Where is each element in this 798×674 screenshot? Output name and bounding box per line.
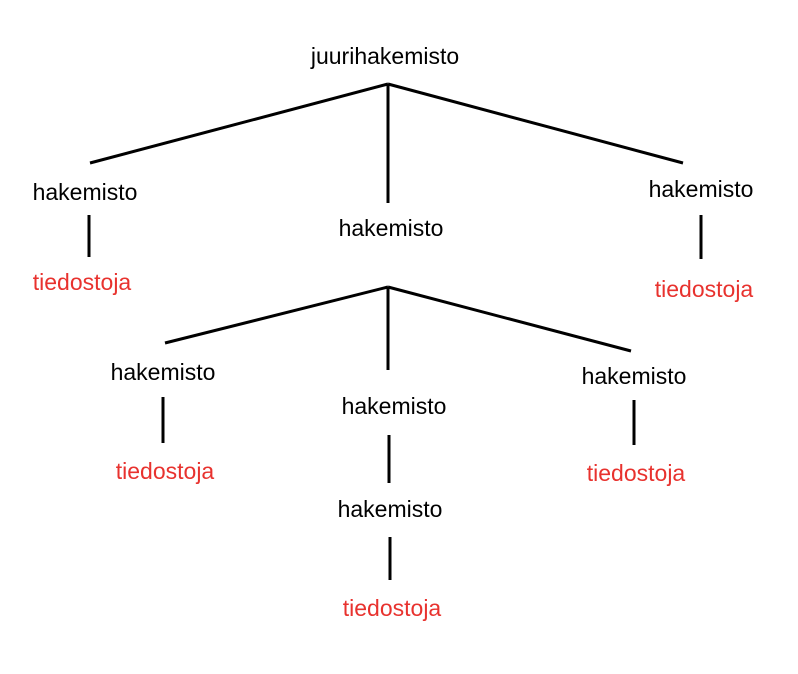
level1-right-directory-label: hakemisto xyxy=(648,176,754,202)
level3-directory-label: hakemisto xyxy=(337,496,443,522)
level1-right-files-label: tiedostoja xyxy=(654,276,754,302)
edge-middle-to-left xyxy=(164,285,389,345)
edge-middle-to-right xyxy=(387,285,632,353)
level2-left-files-label: tiedostoja xyxy=(115,458,215,484)
level2-right-files-label: tiedostoja xyxy=(586,460,686,486)
level3-files-label: tiedostoja xyxy=(342,595,442,621)
edge-root-to-right xyxy=(387,82,684,165)
level1-left-files-label: tiedostoja xyxy=(32,269,132,295)
edge-root-to-left xyxy=(89,82,389,165)
root-directory-label: juurihakemisto xyxy=(310,43,460,69)
level2-right-directory-label: hakemisto xyxy=(581,363,687,389)
level1-left-directory-label: hakemisto xyxy=(32,179,138,205)
level2-middle-directory-label: hakemisto xyxy=(341,393,447,419)
level1-middle-directory-label: hakemisto xyxy=(338,215,444,241)
level2-left-directory-label: hakemisto xyxy=(110,359,216,385)
